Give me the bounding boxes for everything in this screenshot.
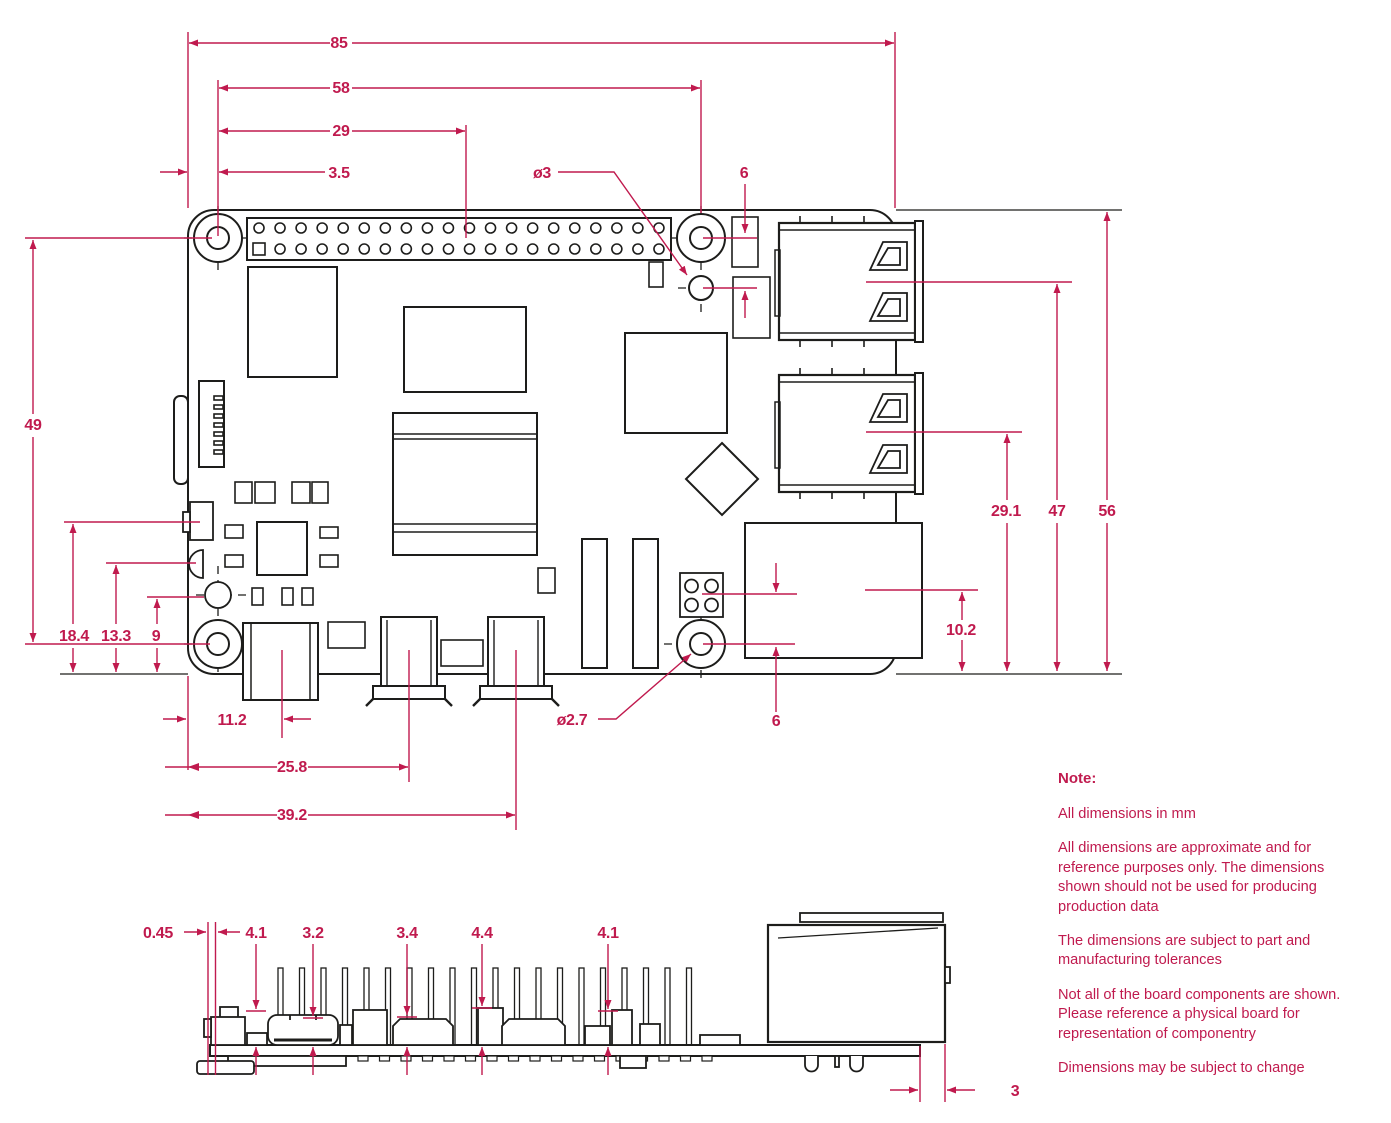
side-under-components bbox=[619, 1055, 864, 1073]
side-pcb bbox=[209, 1044, 921, 1057]
usb-c-power-port bbox=[242, 622, 319, 701]
csi-connector-0 bbox=[581, 538, 608, 669]
dim-hole-dia-3: ø3 bbox=[533, 165, 551, 182]
note-item: All dimensions are approximate and for r… bbox=[1058, 840, 1325, 915]
board-side-view bbox=[196, 912, 951, 1075]
passive-components bbox=[224, 216, 771, 667]
dim-hole-gap-top: 6 bbox=[740, 165, 749, 182]
dim-side-0-45: 0.45 bbox=[143, 925, 173, 942]
chip-shield bbox=[392, 412, 538, 556]
dim-hdmi0-center: 25.8 bbox=[277, 759, 307, 776]
side-usbc bbox=[267, 1014, 339, 1046]
dim-hdmi1-center: 39.2 bbox=[277, 807, 307, 824]
solder-pads bbox=[357, 1055, 713, 1062]
dim-side-4-1b: 4.1 bbox=[597, 925, 619, 942]
side-sd-card bbox=[196, 1055, 347, 1075]
left-overhang-bracket bbox=[173, 395, 189, 485]
dim-notch-height: 13.3 bbox=[101, 628, 131, 645]
board-top-view bbox=[60, 206, 1122, 707]
dim-side-4-1a: 4.1 bbox=[245, 925, 267, 942]
dim-usbc-center: 11.2 bbox=[217, 712, 246, 729]
edge-notch bbox=[188, 549, 204, 579]
dim-board-height: 56 bbox=[1098, 503, 1116, 520]
dim-side-3: 3 bbox=[1011, 1083, 1020, 1100]
notes-block: Note: All dimensions in mm All dimension… bbox=[1058, 770, 1354, 1093]
chip-diamond bbox=[684, 441, 760, 517]
dim-hole-span-y: 49 bbox=[24, 417, 42, 434]
notes-title: Note: bbox=[1058, 770, 1097, 787]
left-fpc-connector bbox=[198, 380, 225, 468]
chip-soc bbox=[403, 306, 527, 393]
poe-header bbox=[679, 572, 724, 618]
side-ethernet bbox=[766, 912, 951, 1044]
dim-circle-height: 9 bbox=[152, 628, 161, 645]
note-item: All dimensions in mm bbox=[1058, 806, 1196, 822]
usb-contact-glyphs bbox=[868, 241, 908, 322]
gpio-pin1-square bbox=[252, 242, 266, 256]
dim-side-3-4: 3.4 bbox=[396, 925, 418, 942]
small-hole bbox=[204, 581, 232, 609]
csi-connector-1 bbox=[632, 538, 659, 669]
dim-hole-edge-offset: 3.5 bbox=[328, 165, 350, 182]
dim-usb-upper-center: 47 bbox=[1048, 503, 1066, 520]
dim-side-4-4: 4.4 bbox=[471, 925, 493, 942]
side-connector-blocks bbox=[339, 1007, 741, 1046]
dim-hole-gap-bottom: 6 bbox=[772, 713, 781, 730]
gpio-pins-side bbox=[277, 967, 693, 1046]
dimension-labels: 85 58 29 3.5 ø3 6 49 18.4 13.3 9 11.2 25… bbox=[24, 35, 1116, 1100]
side-left-connector bbox=[203, 1006, 268, 1046]
dim-usb-lower-center: 29.1 bbox=[991, 503, 1021, 520]
dimension-lines bbox=[25, 32, 1111, 1102]
dim-ethernet-center: 10.2 bbox=[946, 622, 976, 639]
dim-hole-dia-2-7: ø2.7 bbox=[557, 712, 588, 729]
note-item: The dimensions are subject to part and m… bbox=[1058, 933, 1311, 969]
dim-hole-span-x: 58 bbox=[332, 80, 350, 97]
dim-board-width: 85 bbox=[330, 35, 348, 52]
chip-io-controller bbox=[624, 332, 728, 434]
dim-side-3-2: 3.2 bbox=[302, 925, 324, 942]
dim-tab-height: 18.4 bbox=[59, 628, 89, 645]
dim-gpio-center: 29 bbox=[332, 123, 350, 140]
note-item: Dimensions may be subject to change bbox=[1058, 1060, 1305, 1077]
gpio-header bbox=[246, 217, 672, 261]
chip-ram bbox=[247, 266, 338, 378]
note-item: Not all of the board components are show… bbox=[1058, 986, 1341, 1042]
